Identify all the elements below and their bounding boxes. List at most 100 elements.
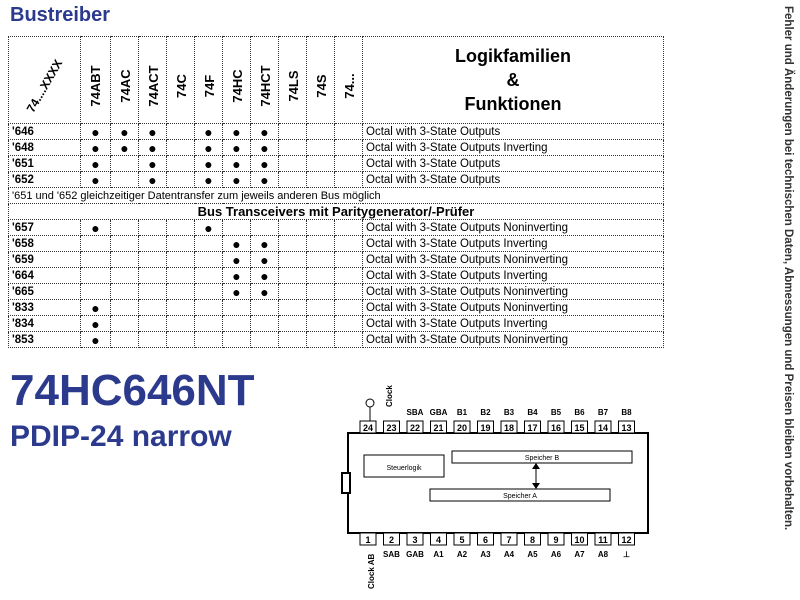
availability-cell [306, 123, 335, 140]
availability-cell [334, 331, 363, 348]
part-cell: '651 [8, 155, 81, 172]
part-cell: '664 [8, 267, 81, 284]
availability-cell [166, 331, 195, 348]
table-row: '664●●Octal with 3-State Outputs Inverti… [8, 267, 664, 284]
availability-cell [278, 139, 307, 156]
function-cell: Octal with 3-State Outputs Noninverting [362, 331, 664, 348]
availability-cell: ● [222, 251, 251, 268]
availability-cell: ● [222, 235, 251, 252]
pin-label: A8 [598, 550, 609, 559]
part-cell: '658 [8, 235, 81, 252]
control-logic-label: Steuerlogik [386, 465, 422, 472]
part-cell: '657 [8, 219, 81, 236]
table-header-row: 74....XXXX 74ABT 74AC 74ACT 74C 74F 74HC… [8, 36, 664, 124]
table-row: '833●Octal with 3-State Outputs Noninver… [8, 299, 664, 316]
pin-box [571, 532, 588, 546]
function-cell: Octal with 3-State Outputs Noninverting [362, 251, 664, 268]
availability-cell [166, 267, 195, 284]
part-cell: '665 [8, 283, 81, 300]
logic-family-table: 74....XXXX 74ABT 74AC 74ACT 74C 74F 74HC… [8, 36, 664, 348]
availability-cell [194, 331, 223, 348]
pin-box [406, 420, 424, 434]
family-header: 74S [306, 36, 335, 124]
availability-cell: ● [110, 139, 139, 156]
availability-cell [166, 235, 195, 252]
pin-label: B1 [457, 408, 468, 417]
pin-number: 18 [504, 423, 514, 433]
family-header: 74C [166, 36, 195, 124]
availability-cell [194, 251, 223, 268]
availability-cell: ● [194, 139, 223, 156]
availability-cell [166, 171, 195, 188]
availability-cell [194, 267, 223, 284]
availability-cell [138, 235, 167, 252]
pin-label: A2 [457, 550, 468, 559]
availability-cell: ● [80, 315, 111, 332]
availability-cell [306, 139, 335, 156]
function-header: Logikfamilien & Funktionen [362, 36, 664, 124]
availability-cell [306, 331, 335, 348]
pin-number: 4 [436, 535, 441, 545]
pin-box [500, 532, 518, 546]
pin-label: GAB [406, 550, 424, 559]
availability-cell [278, 331, 307, 348]
availability-cell: ● [138, 139, 167, 156]
subheader-row: Bus Transceivers mit Paritygenerator/-Pr… [8, 203, 664, 220]
pin-box [430, 532, 447, 546]
page-title: Bustreiber [10, 4, 111, 26]
availability-cell [110, 235, 139, 252]
availability-cell [334, 283, 363, 300]
availability-cell: ● [110, 123, 139, 140]
availability-cell [334, 299, 363, 316]
availability-cell: ● [222, 123, 251, 140]
availability-cell [138, 219, 167, 236]
function-cell: Octal with 3-State Outputs Noninverting [362, 283, 664, 300]
pin-label: SBA [407, 408, 424, 417]
pin-label: A7 [574, 550, 585, 559]
pin-number: 5 [459, 535, 464, 545]
pin-number: 7 [506, 535, 511, 545]
availability-cell [306, 235, 335, 252]
memory-a-block [429, 488, 611, 502]
availability-cell: ● [250, 139, 279, 156]
pin-box [359, 420, 377, 434]
function-cell: Octal with 3-State Outputs Noninverting [362, 299, 664, 316]
availability-cell [138, 331, 167, 348]
pin-box [383, 420, 400, 434]
pin-label: B6 [574, 408, 585, 417]
pin-box [453, 532, 471, 546]
table-row: '665●●Octal with 3-State Outputs Noninve… [8, 283, 664, 300]
availability-cell [222, 331, 251, 348]
availability-cell [166, 283, 195, 300]
availability-cell [194, 299, 223, 316]
notch [341, 472, 351, 494]
availability-cell [194, 235, 223, 252]
availability-cell [166, 219, 195, 236]
availability-cell [222, 315, 251, 332]
pin-number: 8 [530, 535, 535, 545]
pin-label: GBA [430, 408, 448, 417]
clock-ba-label: Clock BA [385, 385, 394, 407]
availability-cell: ● [138, 123, 167, 140]
pin-box [594, 532, 612, 546]
availability-cell [194, 315, 223, 332]
availability-cell [194, 283, 223, 300]
availability-cell [80, 251, 111, 268]
pin-number: 17 [527, 423, 537, 433]
pin-label: B4 [527, 408, 538, 417]
pin-label: ⊥ [623, 550, 630, 559]
availability-cell [138, 283, 167, 300]
pin-number: 16 [551, 423, 561, 433]
pin-label: B3 [504, 408, 515, 417]
pin-number: 11 [598, 535, 608, 545]
availability-cell: ● [222, 283, 251, 300]
pin-box [477, 532, 494, 546]
availability-cell [250, 331, 279, 348]
availability-cell: ● [222, 267, 251, 284]
availability-cell [306, 283, 335, 300]
availability-cell [166, 139, 195, 156]
availability-cell [110, 155, 139, 172]
table-row: '659●●Octal with 3-State Outputs Noninve… [8, 251, 664, 268]
pin-number: 24 [363, 423, 373, 433]
availability-cell: ● [250, 267, 279, 284]
